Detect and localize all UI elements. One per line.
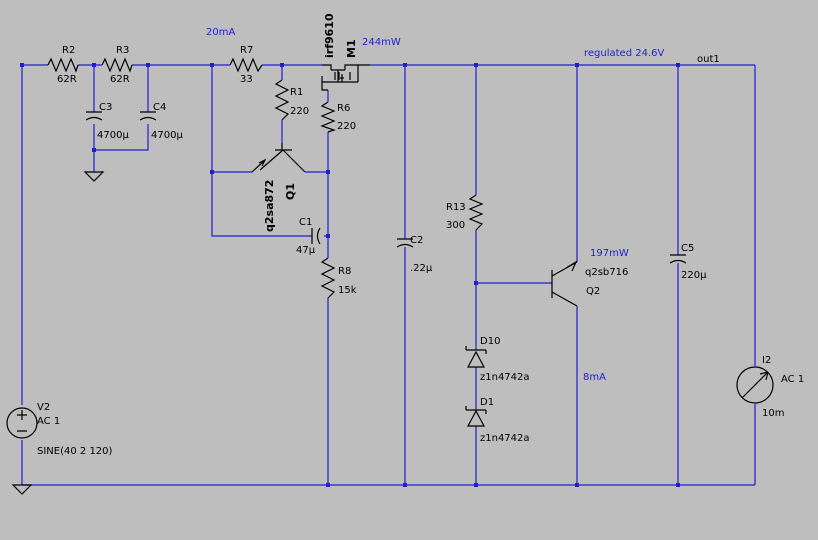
annotation-m1-power: 244mW bbox=[362, 37, 401, 48]
current-source-i2[interactable]: I2 AC 1 10m bbox=[736, 355, 804, 419]
q1-ref: Q1 bbox=[284, 183, 297, 200]
i2-ref: I2 bbox=[762, 355, 771, 366]
junctions bbox=[20, 63, 680, 487]
c4-ref: C4 bbox=[153, 102, 166, 113]
c2-value: .22µ bbox=[410, 263, 433, 274]
resistor-r3[interactable]: R3 62R bbox=[101, 45, 133, 85]
r13-ref: R13 bbox=[446, 202, 466, 213]
r3-value: 62R bbox=[110, 74, 130, 85]
ground-symbol-v2 bbox=[11, 484, 33, 495]
c1-ref: C1 bbox=[299, 217, 312, 228]
zener-diode-d1[interactable]: D1 z1n4742a bbox=[465, 397, 530, 444]
capacitor-c2[interactable]: C2 .22µ bbox=[396, 235, 433, 274]
r3-ref: R3 bbox=[116, 45, 129, 56]
wires bbox=[21, 64, 756, 486]
resistor-r2[interactable]: R2 62R bbox=[47, 45, 79, 85]
c5-value: 220µ bbox=[681, 270, 707, 281]
r6-ref: R6 bbox=[337, 103, 350, 114]
c3-value: 4700µ bbox=[97, 130, 129, 141]
d1-ref: D1 bbox=[480, 397, 494, 408]
r8-value: 15k bbox=[338, 285, 357, 296]
resistor-r6[interactable]: R6 220 bbox=[320, 101, 356, 133]
resistor-r1[interactable]: R1 220 bbox=[274, 79, 309, 121]
r1-ref: R1 bbox=[290, 87, 303, 98]
r7-value: 33 bbox=[240, 74, 253, 85]
capacitor-c3[interactable]: C3 4700µ bbox=[85, 102, 129, 141]
resistor-r7[interactable]: R7 33 bbox=[229, 45, 263, 85]
q2-value: q2sb716 bbox=[585, 267, 628, 278]
resistor-r8[interactable]: R8 15k bbox=[320, 257, 357, 299]
d10-value: z1n4742a bbox=[480, 372, 530, 383]
r1-value: 220 bbox=[290, 106, 309, 117]
capacitor-c1[interactable]: C1 47µ bbox=[296, 217, 321, 256]
v2-value: AC 1 bbox=[37, 416, 60, 427]
net-label-out1: out1 bbox=[697, 54, 720, 65]
c2-ref: C2 bbox=[410, 235, 423, 246]
annotation-regulated-voltage: regulated 24.6V bbox=[584, 48, 665, 59]
ground-symbol bbox=[83, 171, 105, 182]
r13-value: 300 bbox=[446, 220, 465, 231]
i2-load: 10m bbox=[762, 408, 784, 419]
c3-ref: C3 bbox=[99, 102, 112, 113]
v2-ref: V2 bbox=[37, 402, 50, 413]
voltage-source-v2[interactable]: V2 AC 1 SINE(40 2 120) bbox=[6, 402, 113, 457]
transistor-q2[interactable]: q2sb716 Q2 bbox=[551, 260, 628, 307]
r2-ref: R2 bbox=[62, 45, 75, 56]
d10-ref: D10 bbox=[480, 336, 500, 347]
q2-ref: Q2 bbox=[586, 286, 600, 297]
annotation-q2-current: 8mA bbox=[583, 372, 606, 383]
annotation-q2-power: 197mW bbox=[590, 248, 629, 259]
c1-value: 47µ bbox=[296, 245, 316, 256]
d1-value: z1n4742a bbox=[480, 433, 530, 444]
capacitor-c4[interactable]: C4 4700µ bbox=[139, 102, 183, 141]
c5-ref: C5 bbox=[681, 243, 694, 254]
annotations: 20mA 244mW regulated 24.6V out1 197mW 8m… bbox=[206, 27, 720, 383]
zener-diode-d10[interactable]: D10 z1n4742a bbox=[465, 336, 530, 383]
i2-value: AC 1 bbox=[781, 374, 804, 385]
r7-ref: R7 bbox=[240, 45, 253, 56]
resistor-r13[interactable]: R13 300 bbox=[446, 194, 484, 231]
c4-value: 4700µ bbox=[151, 130, 183, 141]
transistor-q1[interactable]: q2sa872 Q1 bbox=[251, 143, 306, 232]
m1-ref: M1 bbox=[345, 39, 358, 58]
mosfet-m1[interactable]: irf9610 M1 bbox=[321, 13, 370, 91]
m1-value: irf9610 bbox=[323, 13, 336, 58]
r8-ref: R8 bbox=[338, 266, 351, 277]
r2-value: 62R bbox=[57, 74, 77, 85]
q1-value: q2sa872 bbox=[263, 180, 276, 232]
annotation-r7-current: 20mA bbox=[206, 27, 235, 38]
r6-value: 220 bbox=[337, 121, 356, 132]
capacitor-c5[interactable]: C5 220µ bbox=[669, 243, 707, 281]
v2-source: SINE(40 2 120) bbox=[37, 446, 113, 457]
